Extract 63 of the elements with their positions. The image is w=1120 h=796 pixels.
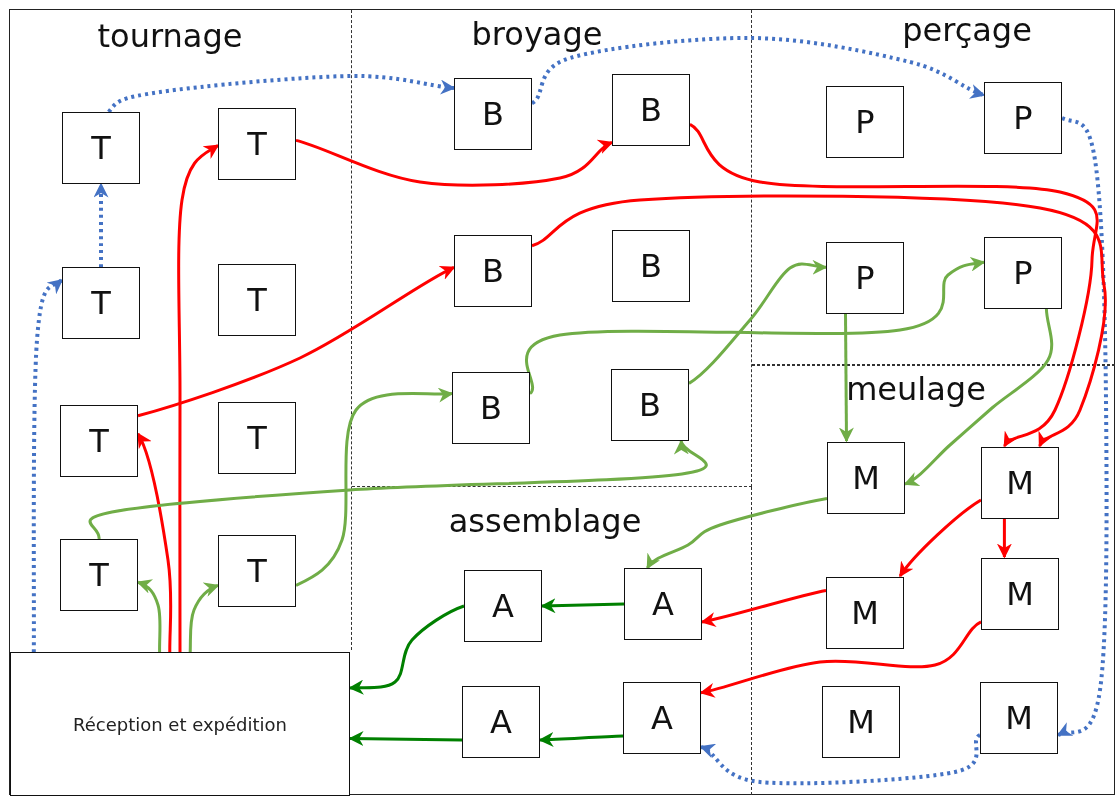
flow-arrow xyxy=(31,278,64,652)
machine-box: M xyxy=(981,447,1059,519)
machine-box: A xyxy=(464,570,542,642)
flow-arrow xyxy=(688,259,828,385)
flow-arrow xyxy=(295,386,454,587)
flow-arrow xyxy=(898,498,982,578)
machine-box: B xyxy=(454,235,532,307)
machine-box: T xyxy=(218,108,296,180)
machine-box: P xyxy=(984,82,1062,154)
flow-arrow xyxy=(903,308,1054,486)
flow-arrow xyxy=(93,182,109,267)
flow-arrow xyxy=(838,314,854,443)
flow-arrow xyxy=(699,733,982,786)
area-box: Réception et expédition xyxy=(10,652,350,796)
flow-arrow xyxy=(177,144,220,652)
machine-box: M xyxy=(981,558,1059,630)
machine-box: M xyxy=(826,577,904,649)
machine-box: P xyxy=(984,237,1062,309)
flow-arrow xyxy=(348,604,465,695)
machine-box: M xyxy=(827,442,905,514)
machine-box: P xyxy=(826,86,904,158)
flow-arrow xyxy=(1056,116,1109,738)
machine-box: B xyxy=(611,369,689,441)
zone-title: broyage xyxy=(471,18,603,50)
machine-box: P xyxy=(826,242,904,314)
machine-box: M xyxy=(822,686,900,758)
flow-arrow xyxy=(136,432,173,652)
flow-arrow xyxy=(700,588,827,627)
zone-title: perçage xyxy=(902,14,1032,46)
machine-box: B xyxy=(612,74,690,146)
flow-arrow xyxy=(699,620,982,698)
machine-box: T xyxy=(218,402,296,474)
machine-box: T xyxy=(218,264,296,336)
zone-area xyxy=(352,10,752,487)
machine-box: A xyxy=(462,686,540,758)
zone-title: assemblage xyxy=(448,505,642,537)
flow-arrow xyxy=(996,518,1012,559)
zone-title: tournage xyxy=(97,20,243,52)
flow-arrow xyxy=(531,194,1107,448)
machine-box: T xyxy=(62,267,140,339)
flow-arrow xyxy=(295,138,614,187)
machine-box: B xyxy=(454,78,532,150)
flow-arrow xyxy=(107,74,456,114)
flow-arrow xyxy=(137,266,456,418)
flow-arrow xyxy=(646,497,828,570)
machine-box: T xyxy=(218,535,296,607)
machine-box: B xyxy=(452,372,530,444)
flow-arrow xyxy=(538,732,624,747)
machine-box: B xyxy=(612,230,690,302)
machine-box: A xyxy=(624,568,702,640)
flow-arrow xyxy=(689,123,1099,448)
flow-arrow xyxy=(525,256,986,395)
flow-arrow xyxy=(136,579,162,652)
machine-box: M xyxy=(980,682,1058,754)
flow-arrow xyxy=(540,598,625,614)
machine-box: T xyxy=(60,405,138,477)
machine-box: A xyxy=(623,682,701,754)
flow-arrow xyxy=(530,36,986,105)
zone-title: meulage xyxy=(846,373,986,405)
flow-arrow xyxy=(188,583,220,653)
flow-arrow xyxy=(348,731,463,747)
machine-box: T xyxy=(60,539,138,611)
machine-box: T xyxy=(62,112,140,184)
